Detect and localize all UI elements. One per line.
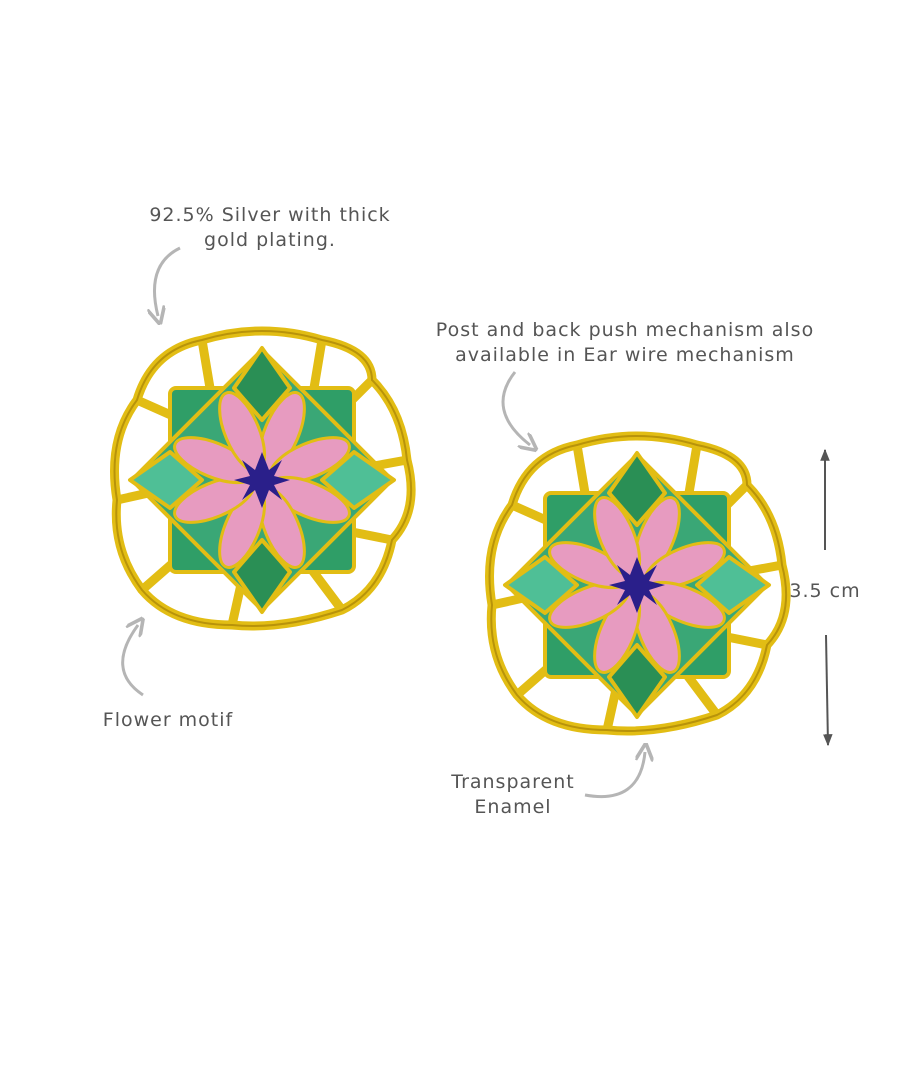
dimension-arrow-down-icon bbox=[823, 634, 833, 747]
enamel-line-2: Enamel bbox=[474, 796, 552, 818]
earring-right bbox=[490, 436, 787, 731]
enamel-label: Transparent Enamel bbox=[443, 770, 583, 820]
earring-left bbox=[115, 331, 412, 626]
arrow-material-icon bbox=[154, 246, 181, 316]
motif-label: Flower motif bbox=[102, 709, 234, 731]
enamel-line-1: Transparent bbox=[451, 771, 575, 793]
mechanism-label: Post and back push mechanism also availa… bbox=[425, 318, 825, 368]
material-line-1: 92.5% Silver with thick bbox=[149, 204, 391, 226]
mechanism-line-2: available in Ear wire mechanism bbox=[455, 344, 795, 366]
arrow-enamel-icon bbox=[584, 752, 645, 798]
material-line-2: gold plating. bbox=[204, 229, 336, 251]
mechanism-line-1: Post and back push mechanism also bbox=[435, 319, 815, 341]
size-label: 3.5 cm bbox=[789, 580, 861, 602]
arrow-mechanism-icon bbox=[501, 371, 530, 445]
material-label: 92.5% Silver with thick gold plating. bbox=[140, 203, 400, 253]
arrow-motif-icon bbox=[121, 625, 143, 697]
